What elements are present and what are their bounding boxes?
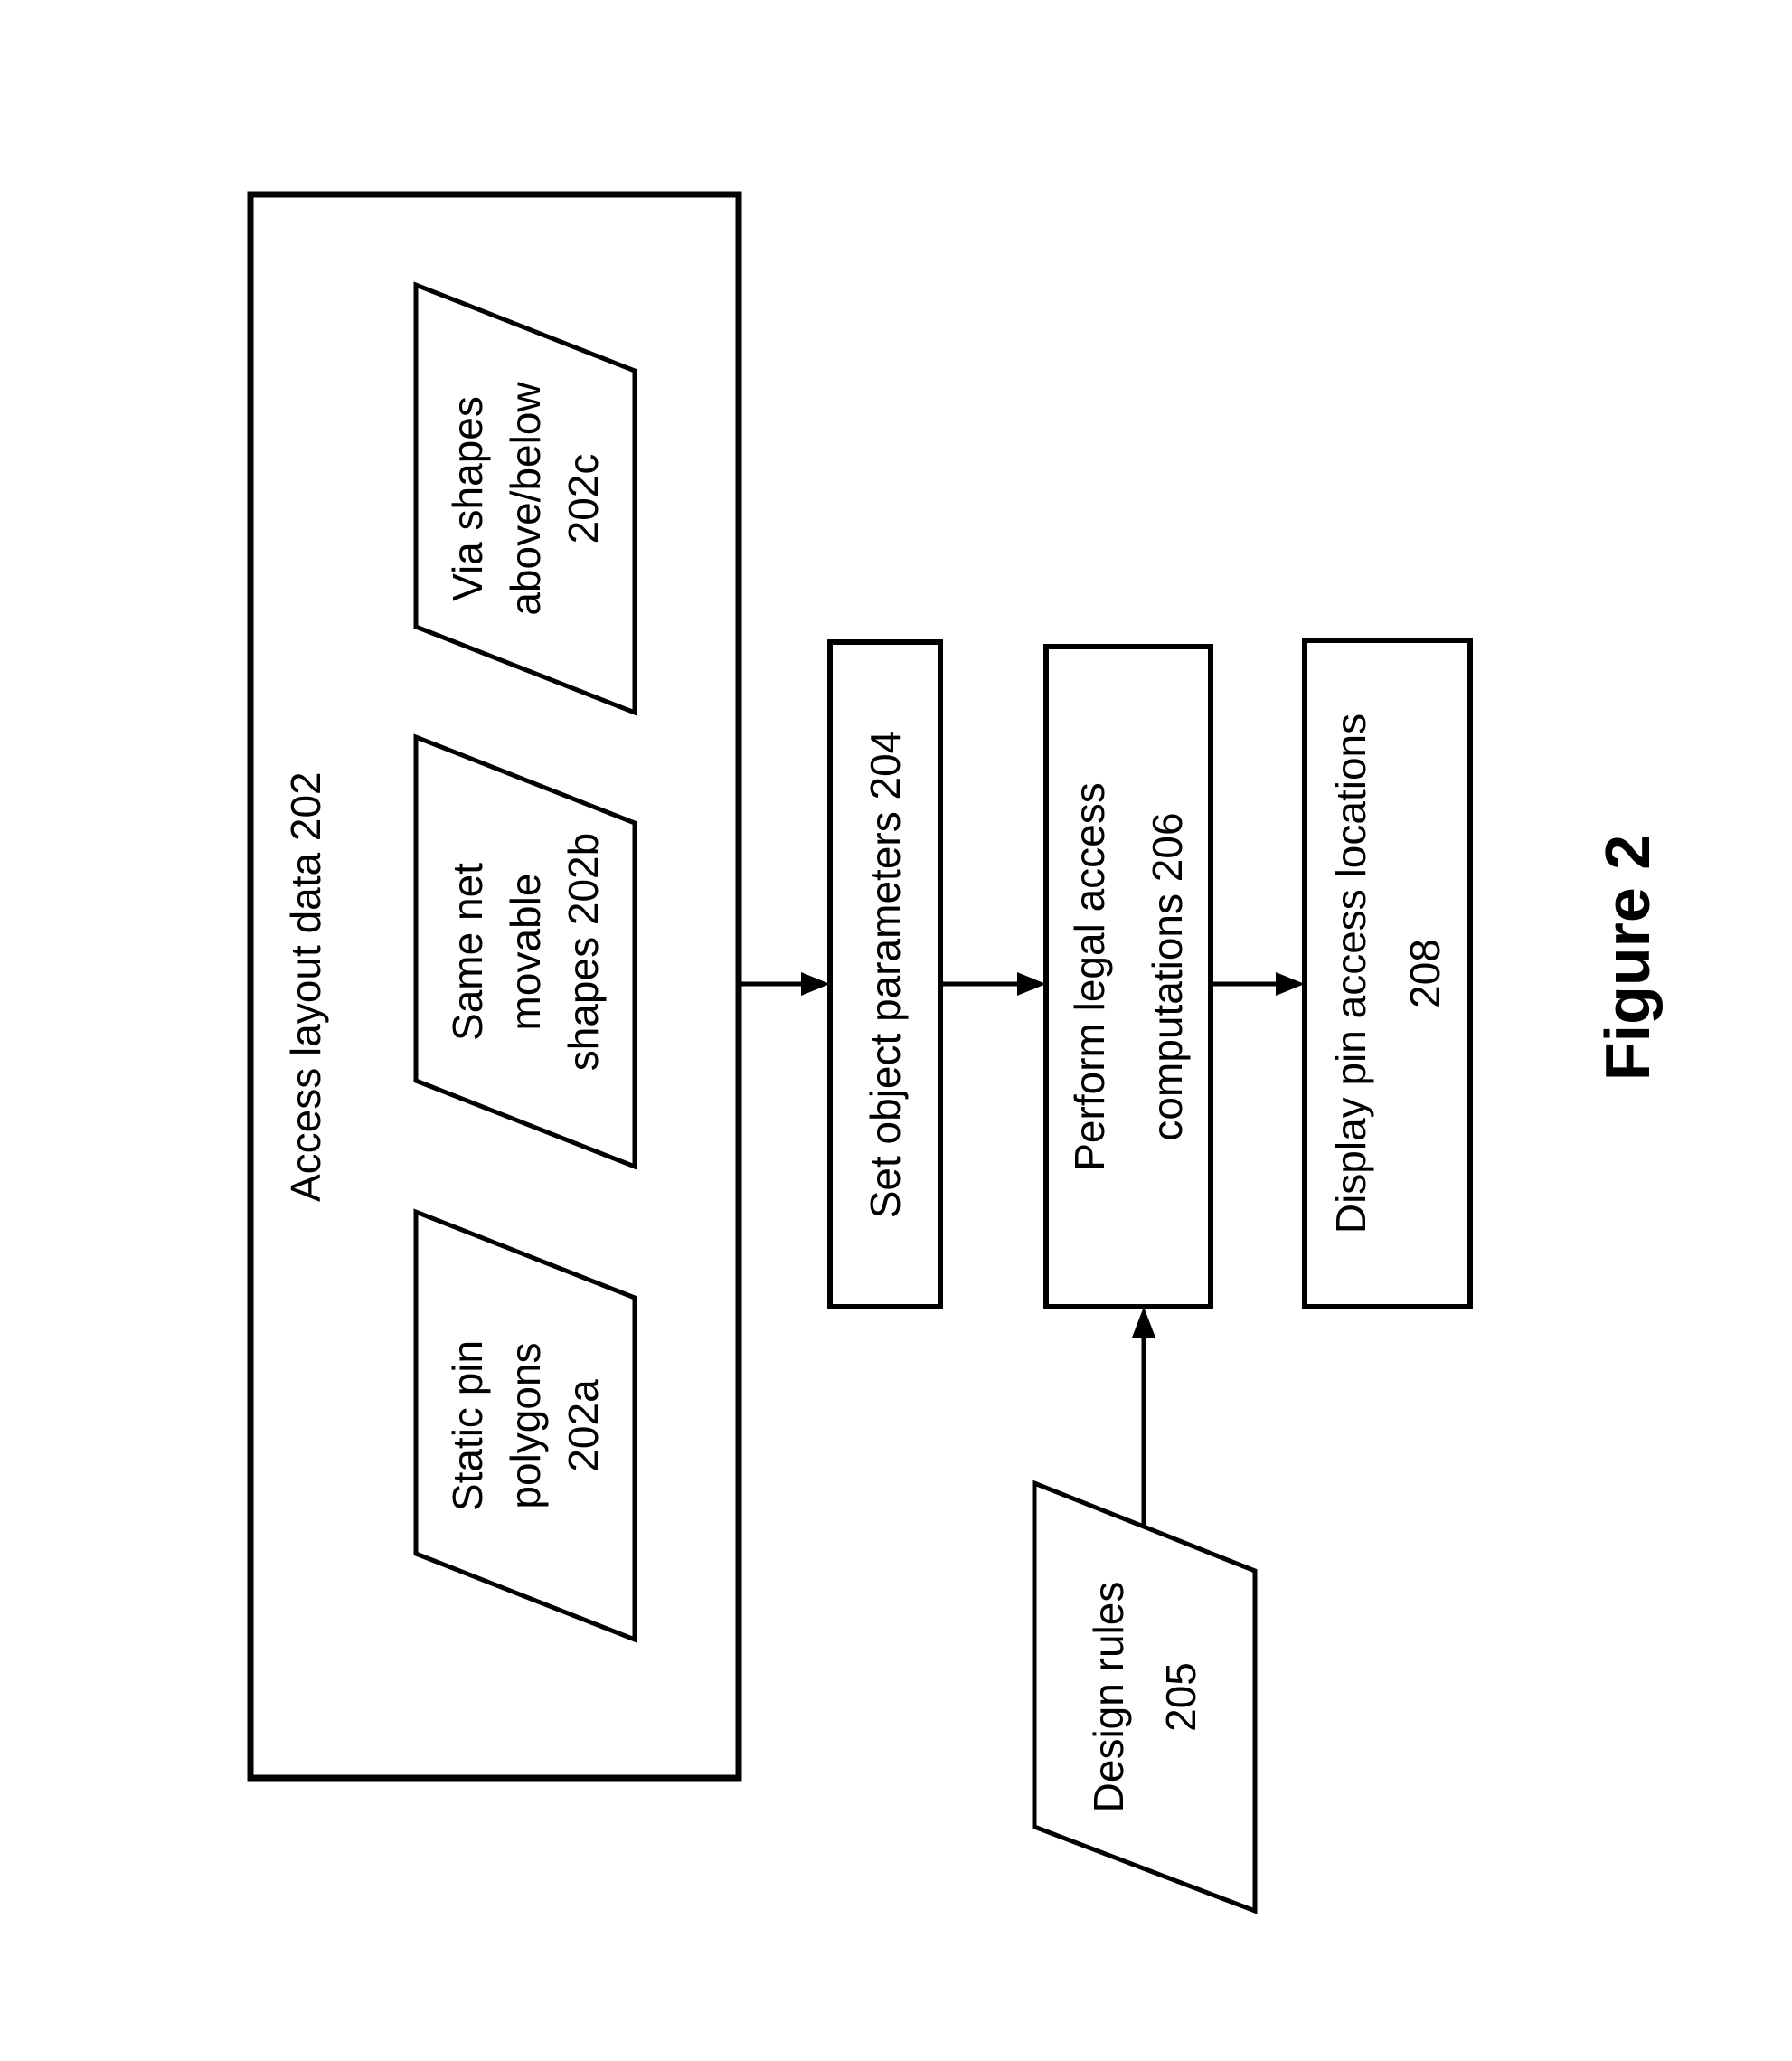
static-pin-polygons-shape — [413, 1208, 637, 1643]
via-shapes-label: Via shapes above/below 202c — [416, 285, 635, 713]
display-pin-access-box — [1302, 638, 1473, 1309]
static-pin-polygons-line1: Static pin — [444, 1339, 491, 1512]
design-rules-shape — [1032, 1480, 1258, 1914]
access-layout-data-label: Access layout data 202 — [282, 771, 329, 1202]
arrow-compute-to-display-head — [1276, 972, 1305, 996]
perform-legal-access-line2: computations 206 — [1144, 812, 1191, 1141]
same-net-movable-shapes-label: Same net movable shapes 202b — [416, 737, 635, 1167]
display-pin-access-label: Display pin access locations 208 — [1305, 640, 1470, 1307]
via-shapes-above-below-shape — [413, 281, 637, 716]
display-pin-access-line1: Display pin access locations — [1326, 713, 1374, 1234]
arrow-params-to-compute-head — [1017, 972, 1046, 996]
same-net-ref: shapes 202b — [560, 832, 607, 1072]
set-object-parameters-label: Set object parameters 204 — [862, 730, 909, 1219]
via-shapes-line1: Via shapes — [444, 396, 491, 601]
arrow-compute-to-display — [1213, 972, 1305, 996]
arrow-rules-to-compute-head — [1132, 1307, 1155, 1338]
perform-legal-access-line1: Perform legal access — [1066, 782, 1113, 1171]
access-layout-data-container — [247, 191, 742, 1782]
same-net-line2: movable — [502, 873, 549, 1031]
same-net-line1: Same net — [444, 863, 491, 1041]
arrow-layout-to-params-head — [801, 972, 830, 996]
via-shapes-line2: above/below — [502, 382, 549, 616]
via-shapes-ref: 202c — [560, 453, 607, 544]
design-rules-label: Design rules 205 — [1034, 1483, 1255, 1911]
arrow-params-to-compute — [943, 972, 1046, 996]
static-pin-polygons-ref: 202a — [560, 1379, 607, 1472]
static-pin-polygons-label: Static pin polygons 202a — [416, 1212, 635, 1640]
same-net-movable-shapes-shape — [413, 733, 637, 1170]
design-rules-ref: 205 — [1157, 1662, 1204, 1732]
design-rules-line1: Design rules — [1085, 1581, 1132, 1813]
static-pin-polygons-line2: polygons — [502, 1342, 549, 1509]
figure-caption: Figure 2 — [1592, 834, 1663, 1082]
arrow-rules-to-compute — [1132, 1307, 1155, 1527]
display-pin-access-ref: 208 — [1401, 939, 1448, 1008]
perform-legal-access-label: Perform legal access computations 206 — [1046, 647, 1211, 1307]
arrow-layout-to-params — [741, 972, 830, 996]
perform-legal-access-box — [1043, 644, 1213, 1309]
set-object-parameters-box — [827, 639, 943, 1309]
